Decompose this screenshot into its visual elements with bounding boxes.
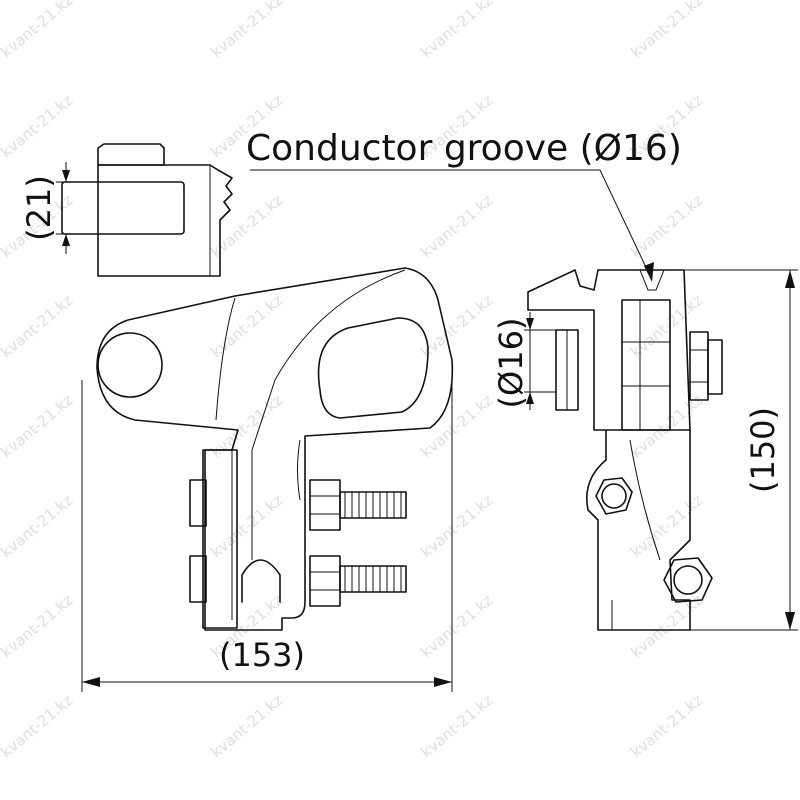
top-detail-view (56, 143, 233, 277)
conductor-groove-label: Conductor groove (Ø16) (246, 128, 682, 169)
dim-label-groove-dia: (Ø16) (492, 318, 530, 409)
dim-label-150: (150) (744, 407, 782, 493)
dim-height (684, 269, 798, 631)
dim-label-153: (153) (219, 636, 305, 674)
watermark-text: kvant-21.kz (207, 491, 286, 561)
watermark-text: kvant-21.kz (207, 191, 286, 261)
watermark-text: kvant-21.kz (627, 291, 706, 361)
side-view (527, 269, 723, 631)
conductor-groove-leader (250, 169, 654, 282)
watermark-text: kvant-21.kz (627, 691, 706, 761)
front-view (96, 267, 454, 631)
watermark-layer: kvant-21.kz kvant-21.kz kvant-21.kz kvant-2… (0, 0, 706, 761)
watermark-text: kvant-21.kz (417, 191, 496, 261)
watermark-text: kvant-21.kz (417, 691, 496, 761)
watermark-text: kvant-21.kz (417, 591, 496, 661)
watermark-text: kvant-21.kz (417, 391, 496, 461)
watermark-text: kvant-21.kz (627, 591, 706, 661)
watermark-text: kvant-21.kz (0, 491, 76, 561)
watermark-text: kvant-21.kz (0, 691, 76, 761)
watermark-text: kvant-21.kz (627, 191, 706, 261)
watermark-text: kvant-21.kz (417, 0, 496, 61)
watermark-text: kvant-21.kz (627, 491, 706, 561)
watermark-text: kvant-21.kz (417, 491, 496, 561)
watermark-text: kvant-21.kz (417, 291, 496, 361)
watermark-text: kvant-21.kz (627, 0, 706, 61)
watermark-text: kvant-21.kz (207, 691, 286, 761)
watermark-text: kvant-21.kz (207, 0, 286, 61)
watermark-text: kvant-21.kz (0, 591, 76, 661)
watermark-text: kvant-21.kz (0, 291, 76, 361)
watermark-text: kvant-21.kz (0, 391, 76, 461)
dim-width (81, 380, 453, 692)
dim-label-21: (21) (20, 175, 58, 241)
watermark-text: kvant-21.kz (0, 91, 76, 161)
dim-groove-dia (524, 312, 556, 410)
watermark-text: kvant-21.kz (0, 0, 76, 61)
watermark-text: kvant-21.kz (627, 391, 706, 461)
watermark-text: kvant-21.kz (207, 291, 286, 361)
